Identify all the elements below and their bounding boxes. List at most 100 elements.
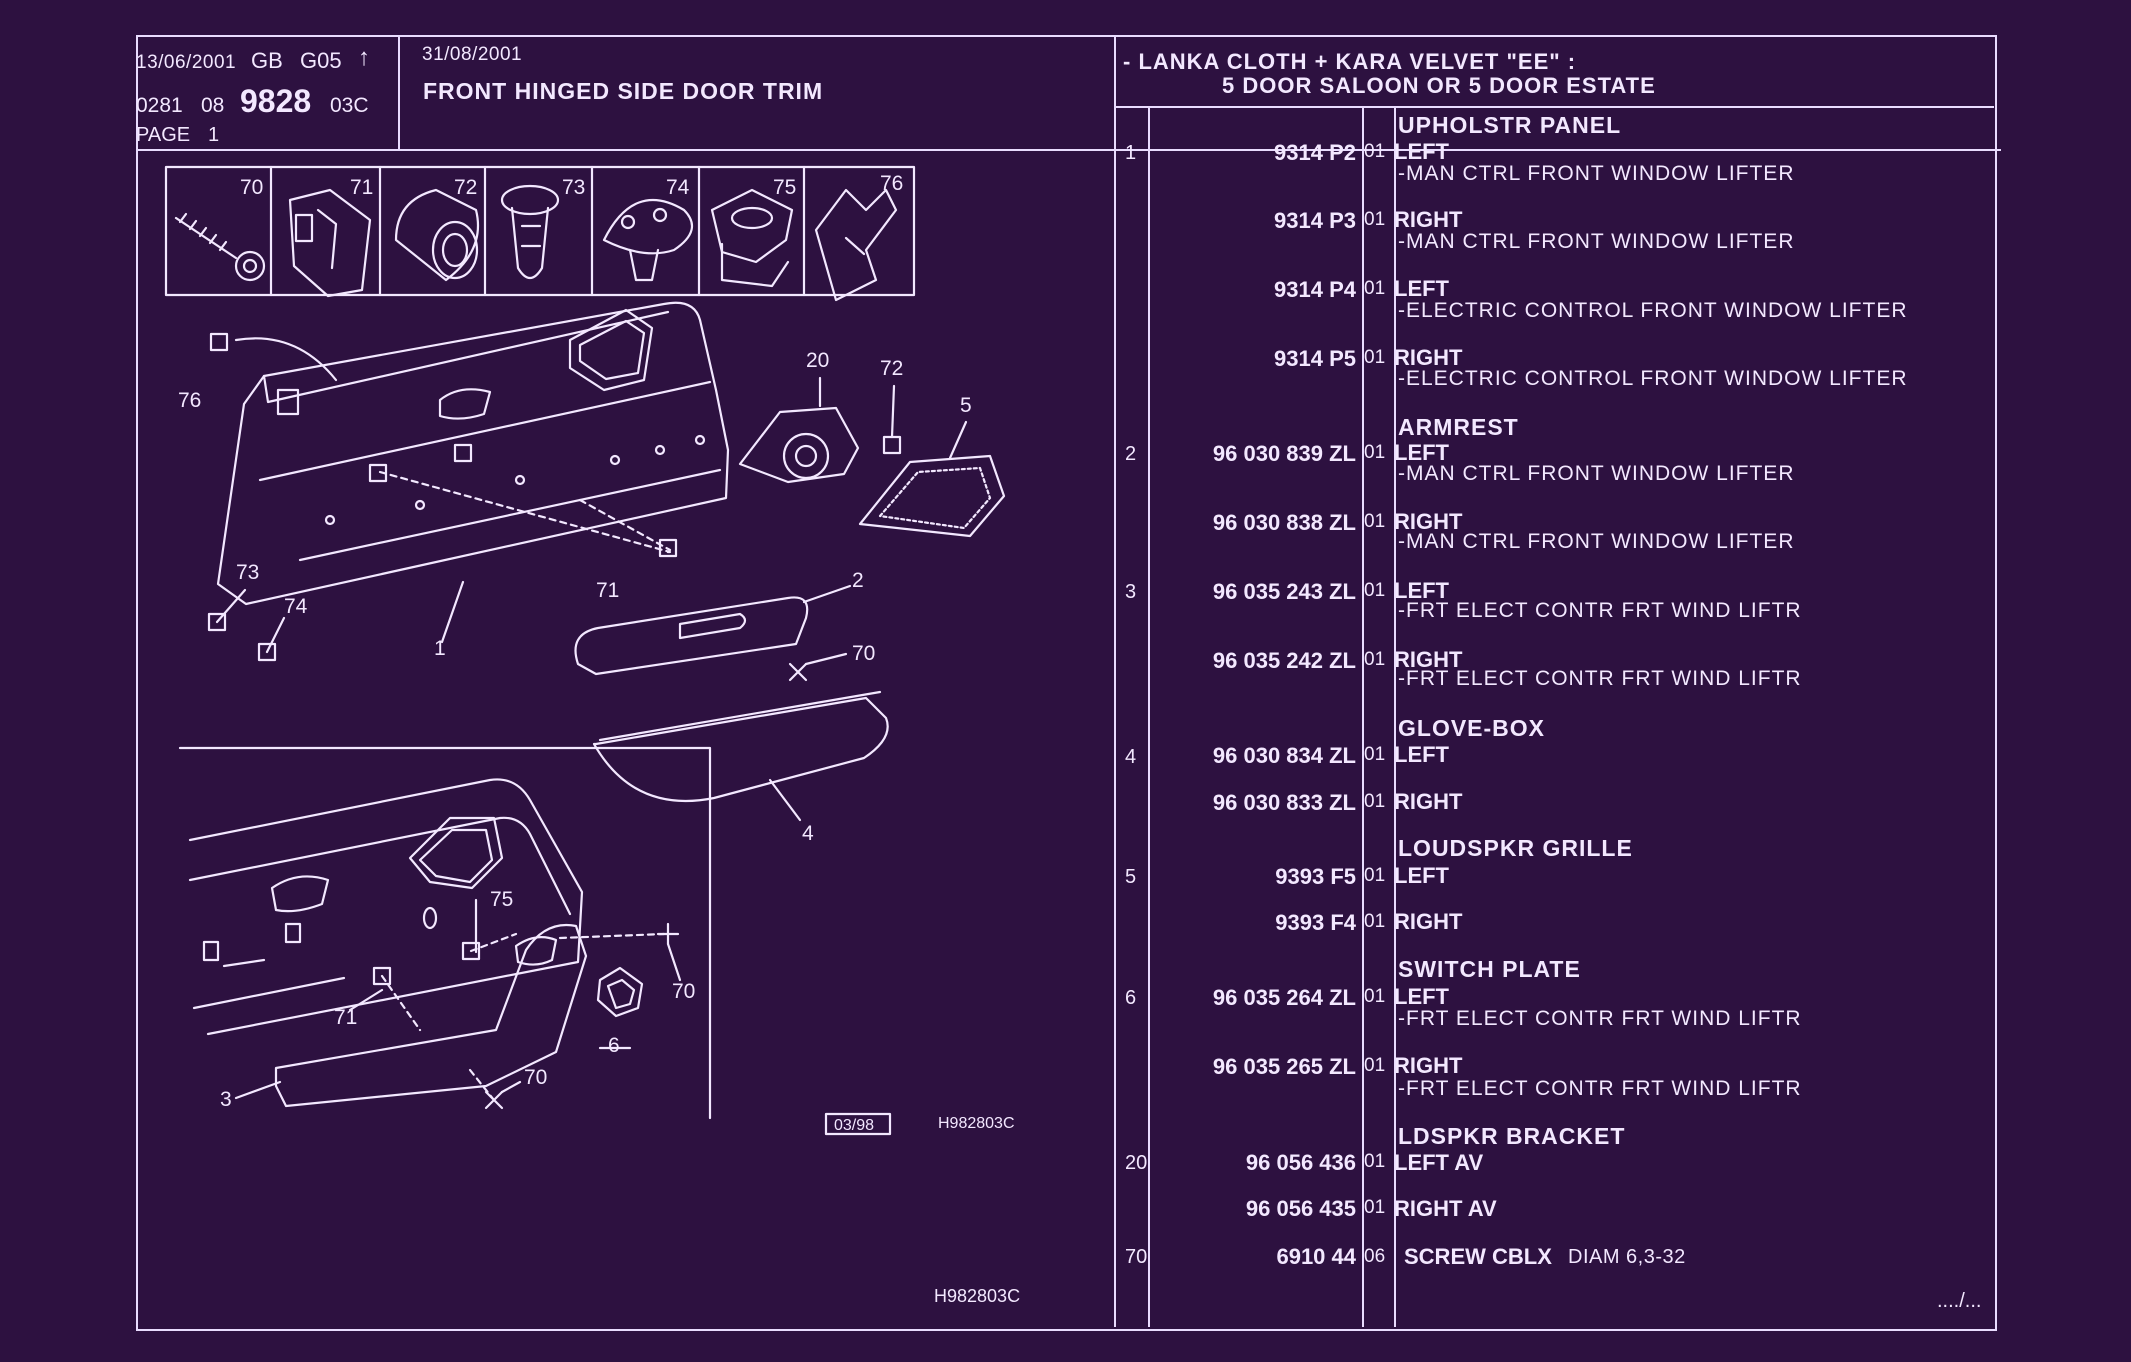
fastener-number: 72 — [454, 176, 477, 199]
ref-mid: 08 — [201, 94, 225, 117]
part-description: -MAN CTRL FRONT WINDOW LIFTER — [1398, 162, 1795, 185]
market-code: GB — [251, 48, 283, 73]
part-description: -FRT ELECT CONTR FRT WIND LIFTR — [1398, 1077, 1802, 1100]
callout-label: 71 — [334, 1006, 357, 1029]
fastener-number: 76 — [880, 172, 903, 195]
quantity: 01 — [1364, 791, 1386, 812]
part-number: 96 030 838 ZL — [1212, 510, 1356, 535]
screw-icon — [174, 212, 266, 282]
side-label: LEFT — [1394, 139, 1449, 164]
callout-label: 3 — [220, 1088, 232, 1111]
quantity: 01 — [1364, 347, 1386, 368]
armrest-drawing — [574, 584, 852, 676]
side-label: LEFT — [1394, 276, 1449, 301]
row-ref: 6 — [1125, 987, 1137, 1009]
ref-suffix: 03C — [330, 94, 369, 117]
part-description: -MAN CTRL FRONT WINDOW LIFTER — [1398, 530, 1795, 553]
inset-door-drawing — [188, 778, 584, 1036]
part-number: 96 056 435 — [1245, 1196, 1356, 1221]
part-number: 9314 P4 — [1274, 277, 1356, 302]
quantity: 01 — [1364, 865, 1386, 886]
continuation-mark: ..../... — [1937, 1290, 1982, 1312]
side-label: SCREW CBLX — [1404, 1244, 1552, 1269]
part-number: 9314 P5 — [1274, 346, 1356, 371]
quantity: 01 — [1364, 1055, 1386, 1076]
quantity: 06 — [1364, 1246, 1386, 1267]
stamp-text: 03/98 — [834, 1117, 874, 1134]
ref-main: 9828 — [240, 83, 312, 119]
side-label: LEFT — [1394, 742, 1449, 767]
glove-box-drawing — [592, 690, 889, 822]
door-panel-drawing — [216, 301, 730, 606]
part-number: 96 035 242 ZL — [1212, 648, 1356, 673]
side-label: LEFT — [1394, 578, 1449, 603]
part-description: -ELECTRIC CONTROL FRONT WINDOW LIFTER — [1398, 299, 1908, 322]
side-label: LEFT — [1394, 863, 1449, 888]
fastener-strip-frame — [164, 165, 916, 297]
issue-date: 13/06/2001 — [136, 52, 237, 73]
page-title: FRONT HINGED SIDE DOOR TRIM — [423, 78, 824, 104]
fastener-number: 74 — [666, 176, 690, 199]
stamp-frame — [824, 1112, 892, 1136]
part-number: 96 030 839 ZL — [1212, 441, 1356, 466]
fastener-number: 73 — [562, 176, 585, 199]
side-label: LEFT AV — [1394, 1150, 1484, 1175]
side-label: RIGHT — [1394, 207, 1463, 232]
side-label: RIGHT — [1394, 789, 1463, 814]
row-ref: 2 — [1125, 443, 1137, 465]
quantity: 01 — [1364, 580, 1386, 601]
quantity: 01 — [1364, 209, 1386, 230]
catalogue-sheet — [136, 35, 1997, 1331]
group-heading: ARMREST — [1398, 414, 1519, 440]
quantity: 01 — [1364, 1151, 1386, 1172]
footer-ref: H982803C — [934, 1286, 1020, 1306]
fastener-number: 75 — [773, 176, 796, 199]
quantity: 01 — [1364, 986, 1386, 1007]
part-number: 9393 F5 — [1275, 864, 1356, 889]
switch-plate-drawing — [596, 966, 644, 1018]
callout-label: 76 — [178, 389, 201, 412]
callout-label: 73 — [236, 561, 259, 584]
callout-label: 2 — [852, 569, 864, 592]
part-number: 96 030 833 ZL — [1212, 790, 1356, 815]
callout-label: 75 — [490, 888, 513, 911]
side-label: LEFT — [1394, 440, 1449, 465]
quantity: 01 — [1364, 744, 1386, 765]
side-label: RIGHT — [1394, 647, 1463, 672]
part-number: 96 056 436 — [1245, 1150, 1356, 1175]
callout-label: 1 — [434, 637, 446, 660]
part-description: DIAM 6,3-32 — [1568, 1246, 1686, 1268]
part-description: -MAN CTRL FRONT WINDOW LIFTER — [1398, 462, 1795, 485]
clip-icon — [288, 188, 372, 298]
callout-label: 70 — [672, 980, 695, 1003]
row-ref: 3 — [1125, 581, 1137, 603]
quantity: 01 — [1364, 141, 1386, 162]
row-ref: 20 — [1125, 1152, 1148, 1174]
row-ref: 4 — [1125, 746, 1137, 768]
fastener-number: 70 — [240, 176, 263, 199]
part-description: -ELECTRIC CONTROL FRONT WINDOW LIFTER — [1398, 367, 1908, 390]
quantity: 01 — [1364, 911, 1386, 932]
group-heading: UPHOLSTR PANEL — [1398, 112, 1622, 138]
drawing-ref: H982803C — [938, 1115, 1015, 1132]
loudspeaker-grille-drawing — [858, 420, 1006, 538]
exploded-diagram: 70 71 72 73 74 75 76 76 20 72 5 73 74 71… — [164, 165, 1020, 1306]
page-label: PAGE — [136, 124, 191, 146]
part-number: 9314 P2 — [1274, 140, 1356, 165]
page-number: 1 — [208, 124, 220, 146]
callout-label: 6 — [608, 1034, 620, 1057]
quantity: 01 — [1364, 649, 1386, 670]
callout-label: 5 — [960, 394, 972, 417]
quantity: 01 — [1364, 278, 1386, 299]
spec-line-2: 5 DOOR SALOON OR 5 DOOR ESTATE — [1222, 73, 1656, 98]
side-label: RIGHT — [1394, 345, 1463, 370]
callout-label: 20 — [806, 349, 829, 372]
row-ref: 70 — [1125, 1246, 1148, 1268]
side-label: RIGHT — [1394, 909, 1463, 934]
part-description: -MAN CTRL FRONT WINDOW LIFTER — [1398, 230, 1795, 253]
side-label: RIGHT — [1394, 1053, 1463, 1078]
row-ref: 5 — [1125, 866, 1137, 888]
group-code: G05 — [300, 48, 342, 73]
callout-label: 74 — [284, 595, 308, 618]
callout-label: 71 — [596, 579, 619, 602]
